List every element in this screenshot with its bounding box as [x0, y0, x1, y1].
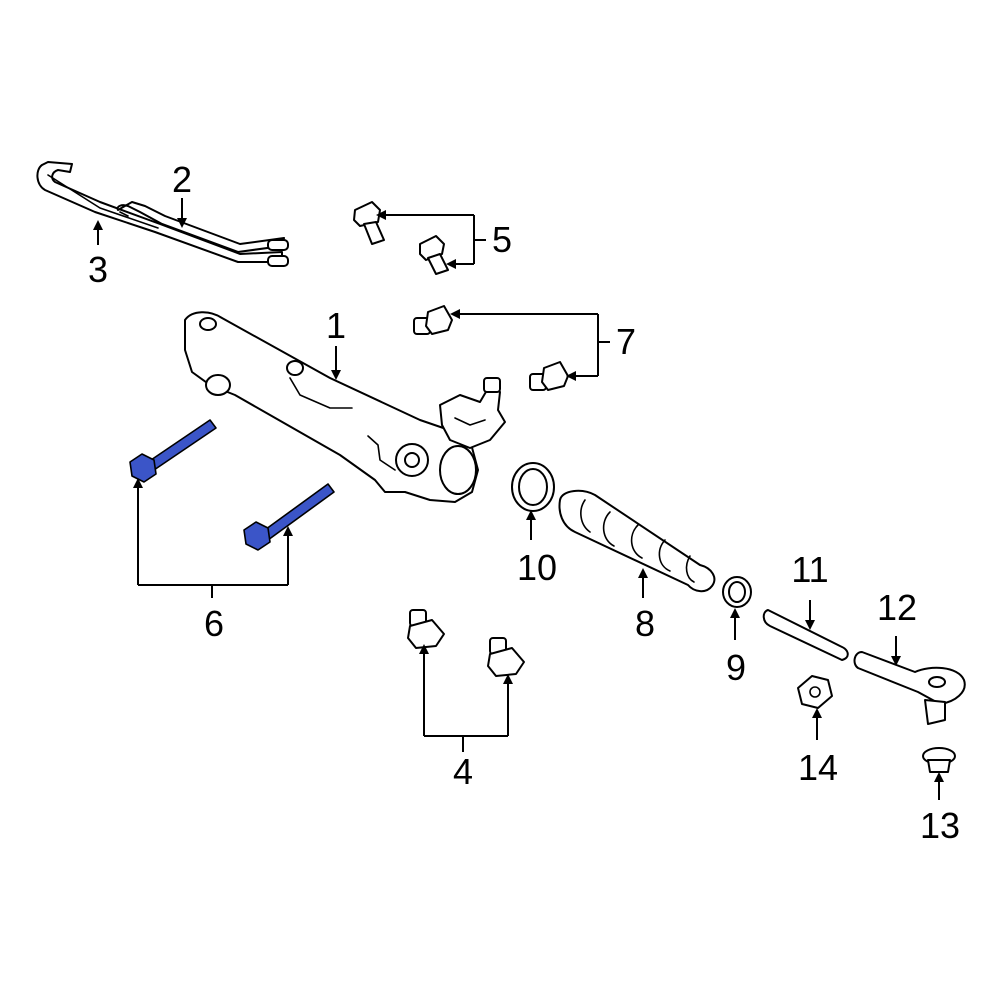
callout-2: 2: [172, 159, 192, 200]
callout-9: 9: [726, 647, 746, 688]
callout-3: 3: [88, 249, 108, 290]
clamp-part-9[interactable]: [722, 576, 752, 608]
steering-gear-part-1[interactable]: [184, 311, 506, 503]
callout-11: 11: [791, 549, 828, 590]
callout-14: 14: [798, 747, 838, 788]
callout-5: 5: [492, 219, 512, 260]
callout-labels: 1 2 3 5 7 6 10 8 9 11 12 14 13 4: [88, 159, 960, 846]
nut-part-13[interactable]: [922, 747, 956, 773]
bushing-part-4-left[interactable]: [407, 609, 445, 649]
return-line-part-2[interactable]: [116, 201, 289, 267]
callout-7: 7: [616, 321, 636, 362]
clamp-part-10[interactable]: [511, 462, 555, 512]
bolt-part-5-upper[interactable]: [353, 201, 385, 245]
callout-10: 10: [517, 547, 557, 588]
boot-part-8[interactable]: [558, 489, 716, 593]
inner-tie-rod-part-11[interactable]: [762, 609, 849, 661]
callout-6: 6: [204, 603, 224, 644]
bushing-part-4-right[interactable]: [487, 637, 525, 677]
callout-13: 13: [920, 805, 960, 846]
leader-lines: [93, 198, 944, 800]
callout-12: 12: [877, 587, 917, 628]
bushing-part-7-upper[interactable]: [413, 305, 453, 335]
callout-1: 1: [326, 305, 346, 346]
bushing-part-7-lower[interactable]: [529, 361, 569, 391]
callout-4: 4: [453, 751, 473, 792]
bolt-part-6-upper[interactable]: [129, 419, 217, 483]
outer-tie-rod-end-part-12[interactable]: [853, 651, 966, 725]
jam-nut-part-14[interactable]: [797, 675, 833, 709]
callout-8: 8: [635, 603, 655, 644]
bolt-part-5-lower[interactable]: [419, 235, 449, 275]
bolt-part-6-lower[interactable]: [243, 483, 335, 551]
